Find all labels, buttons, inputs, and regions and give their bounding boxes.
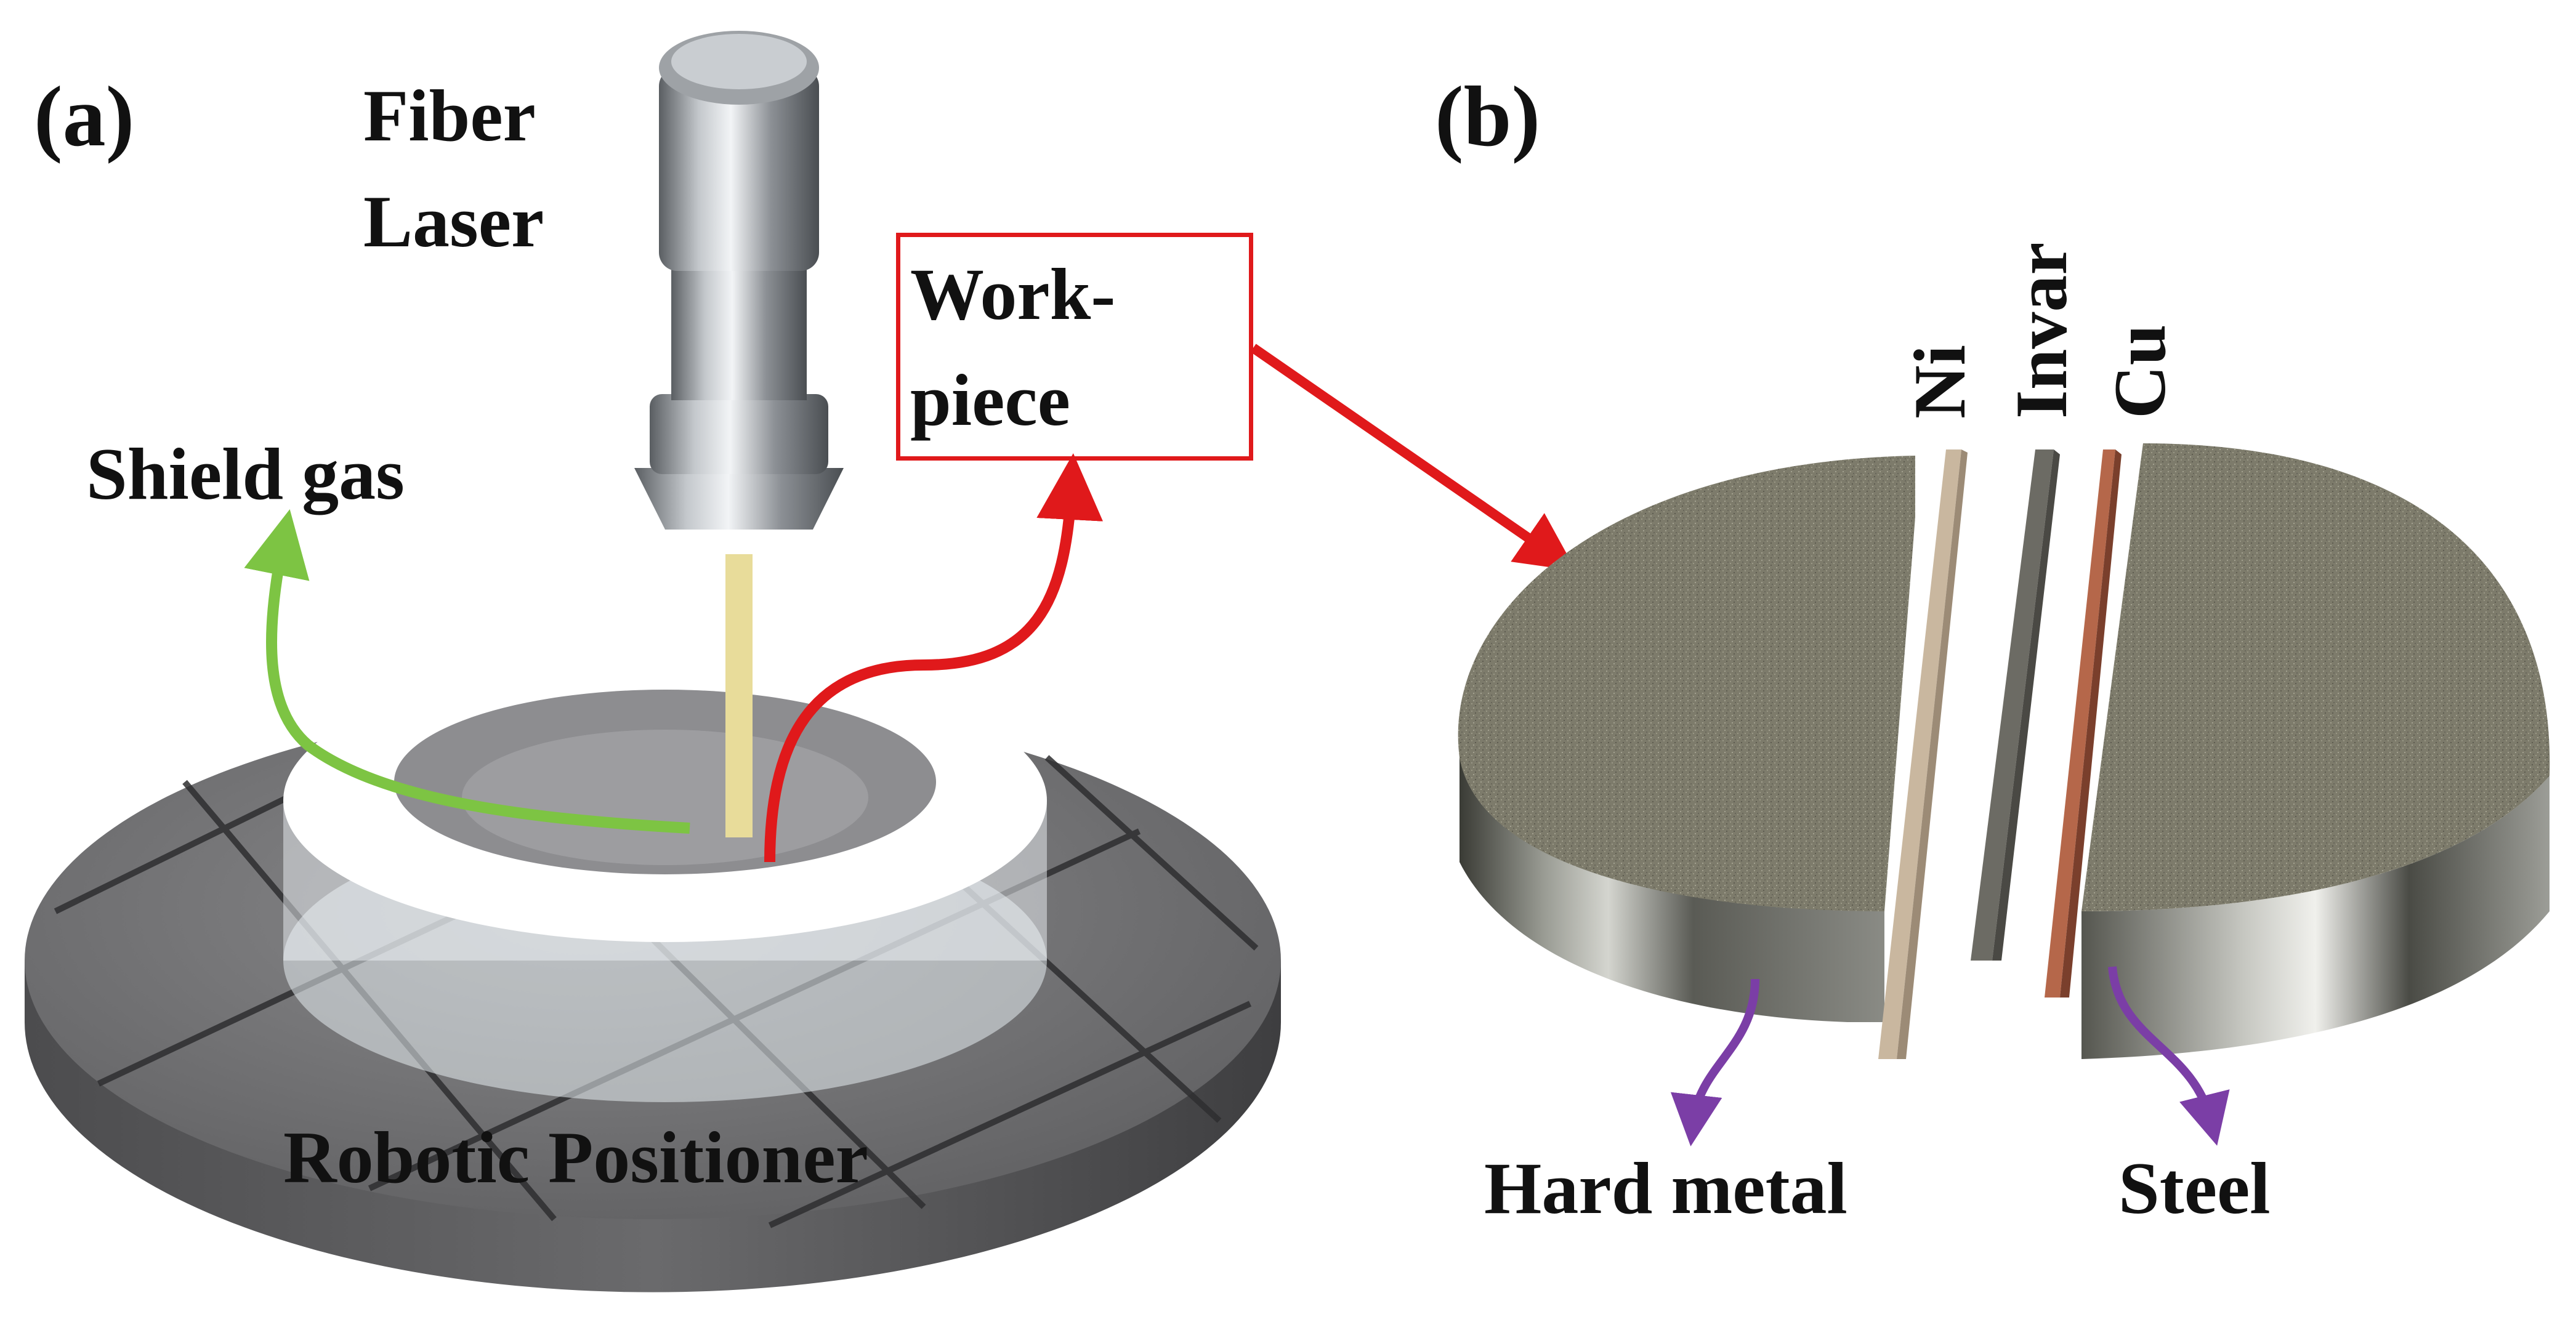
cu-layer-label: Cu [2099,324,2181,419]
workpiece-label-box [896,233,1253,461]
steel-disc-half [2081,443,2550,1059]
fiber-laser-head [634,31,844,837]
hard-metal-disc-half [1458,456,1915,1022]
panel-b-label: (b) [1435,69,1541,164]
hard-metal-label: Hard metal [1484,1147,1847,1229]
shield-chamber [283,659,1047,1102]
ni-layer-label: Ni [1899,345,1980,419]
shield-gas-label: Shield gas [86,433,405,515]
workpiece-label-line2: piece [910,359,1070,441]
shield-gas-arrow [244,509,690,834]
steel-label: Steel [2118,1147,2271,1229]
workpiece-arrow-up [764,453,1104,863]
layer-cu [2045,449,2122,997]
hard-metal-arrow [1670,978,1759,1147]
layer-ni [1878,449,1968,1059]
workpiece-arrow-to-disc [1250,344,1577,571]
steel-arrow [2108,966,2230,1146]
layer-invar [1971,449,2060,961]
workpiece-label-line1: Work- [910,253,1116,335]
fiber-laser-label-line2: Laser [363,180,544,262]
robotic-positioner-label: Robotic Positioner [283,1116,868,1198]
fiber-laser-label-line1: Fiber [363,75,536,156]
laser-beam [725,554,753,837]
panel-a-label: (a) [34,69,135,164]
invar-layer-label: Invar [2000,242,2082,419]
